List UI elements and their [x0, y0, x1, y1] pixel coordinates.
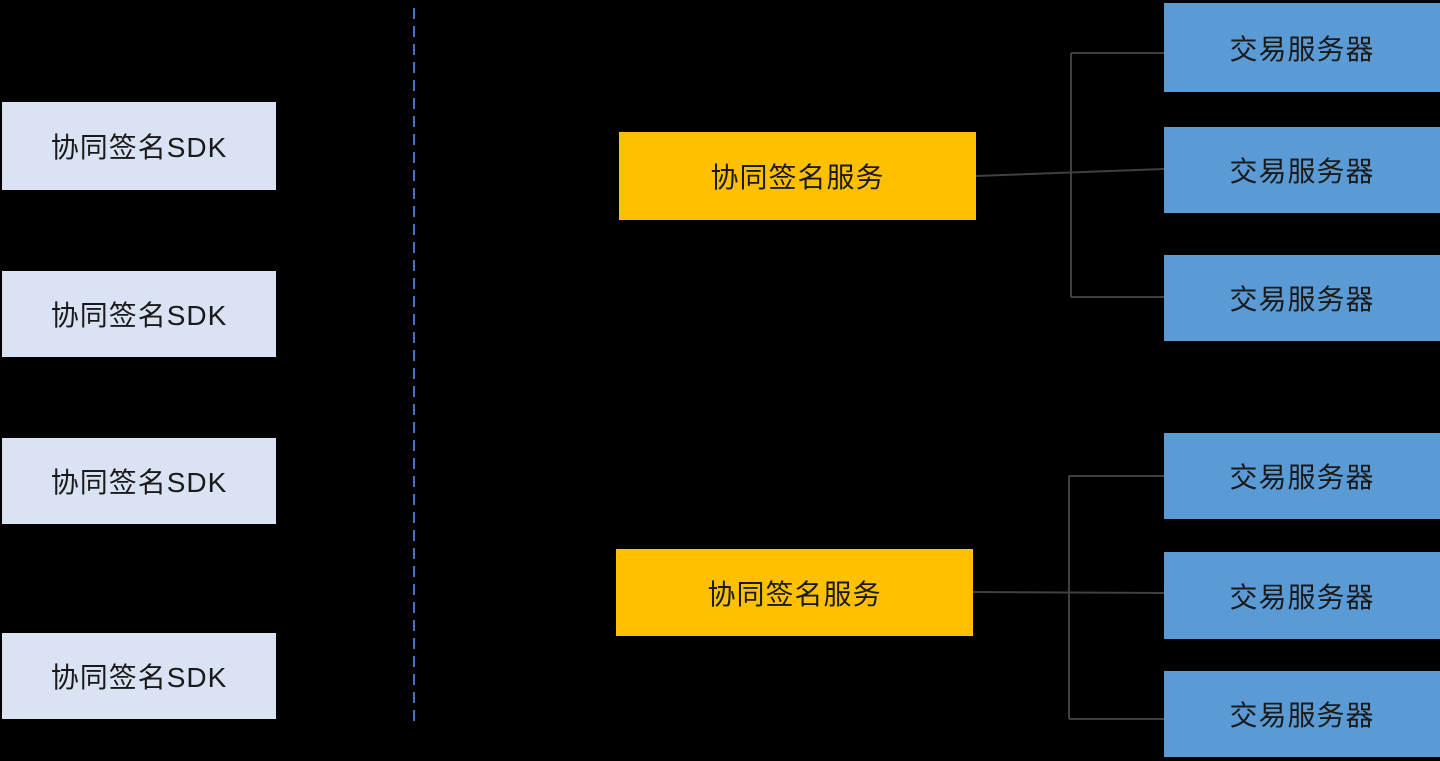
sdk-box-label: 协同签名SDK — [50, 467, 228, 498]
service-box-lower: 协同签名服务 — [616, 549, 973, 636]
server-box-label: 交易服务器 — [1229, 156, 1375, 187]
server-box-upper-2: 交易服务器 — [1164, 127, 1440, 213]
service-box-upper: 协同签名服务 — [619, 132, 976, 220]
connector-upper-service-to-middle-server — [975, 168, 1165, 177]
service-box-label: 协同签名服务 — [707, 578, 882, 610]
sdk-box-3: 协同签名SDK — [2, 438, 276, 524]
server-box-label: 交易服务器 — [1229, 700, 1375, 731]
sdk-box-label: 协同签名SDK — [50, 300, 228, 331]
server-box-upper-3: 交易服务器 — [1164, 255, 1440, 341]
sdk-box-label: 协同签名SDK — [50, 662, 228, 693]
sdk-box-label: 协同签名SDK — [50, 132, 228, 163]
server-box-label: 交易服务器 — [1229, 581, 1375, 613]
server-box-label: 交易服务器 — [1229, 284, 1375, 315]
sdk-box-2: 协同签名SDK — [2, 271, 276, 357]
connector-lower-service-to-middle-server — [972, 591, 1165, 594]
server-box-label: 交易服务器 — [1229, 33, 1375, 65]
server-box-lower-2: 交易服务器 — [1164, 552, 1440, 639]
server-box-lower-3: 交易服务器 — [1164, 671, 1440, 757]
server-box-lower-1: 交易服务器 — [1164, 433, 1440, 519]
server-box-upper-1: 交易服务器 — [1164, 3, 1440, 92]
sdk-box-4: 协同签名SDK — [2, 633, 276, 719]
sdk-box-1: 协同签名SDK — [2, 102, 276, 190]
service-box-label: 协同签名服务 — [710, 162, 885, 193]
server-box-label: 交易服务器 — [1229, 462, 1375, 493]
